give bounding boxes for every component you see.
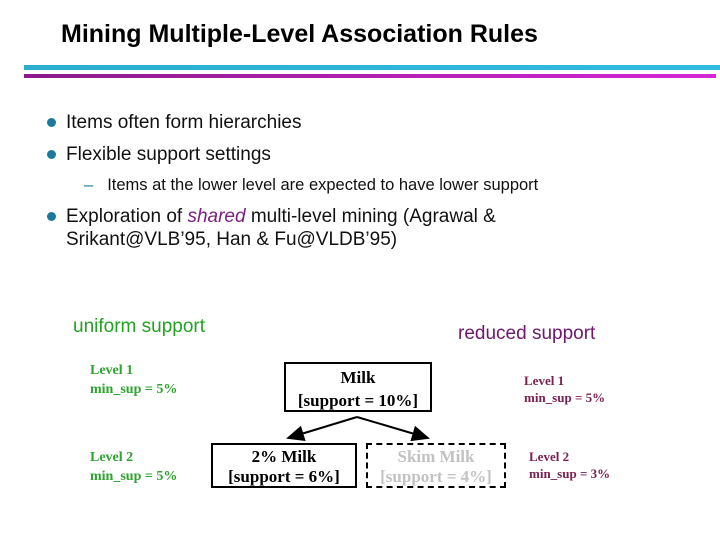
bullet-text: Exploration of shared multi-level mining… [66, 205, 496, 251]
bullet-item-exploration: Exploration of shared multi-level mining… [47, 205, 496, 251]
reduced-support-label: reduced support [458, 323, 596, 344]
page-title: Mining Multiple-Level Association Rules [61, 20, 538, 48]
right-level1-line2: min_sup = 5% [524, 390, 606, 405]
title-rule-cyan [24, 65, 720, 70]
bullet3-shared-emphasis: shared [187, 206, 246, 227]
bullet-dot-icon [47, 212, 56, 221]
skim-milk-title: Skim Milk [397, 447, 475, 466]
right-level1-line1: Level 1 [524, 373, 565, 388]
left-level2-line2: min_sup = 5% [90, 469, 178, 484]
left-level1-label: Level 1 min_sup = 5% [90, 361, 177, 399]
bullet3-post1: multi-level mining (Agrawal & [245, 206, 496, 227]
left-level2-line1: Level 2 [90, 450, 134, 465]
uniform-support-label: uniform support [73, 316, 206, 337]
two-percent-milk-title: 2% Milk [251, 447, 317, 466]
sub-bullet-dash-icon: – [84, 176, 94, 194]
two-percent-milk-node: 2% Milk [support = 6%] [211, 443, 357, 488]
arrow-to-2pct-milk [286, 416, 358, 441]
sub-bullet-lower-support: – Items at the lower level are expected … [84, 176, 538, 195]
bullet-text: Items often form hierarchies [66, 112, 302, 133]
right-level2-label: Level 2 min_sup = 3% [529, 448, 610, 482]
left-level1-line1: Level 1 [90, 363, 134, 378]
bullet3-pre: Exploration of [66, 206, 188, 227]
bullet-dot-icon [47, 150, 56, 159]
bullet-dot-icon [47, 118, 56, 127]
left-level1-line2: min_sup = 5% [90, 382, 178, 397]
right-level2-line1: Level 2 [529, 449, 570, 464]
hierarchy-arrows [286, 416, 430, 442]
two-percent-milk-support: [support = 6%] [228, 467, 340, 486]
bullet-item-hierarchies: Items often form hierarchies [47, 111, 301, 134]
right-level1-label: Level 1 min_sup = 5% [524, 372, 605, 406]
left-level2-label: Level 2 min_sup = 5% [90, 448, 177, 486]
milk-node-support: [support = 10%] [297, 391, 419, 410]
skim-milk-support: [support = 4%] [380, 467, 492, 486]
bullet3-post2: Srikant@VLB’95, Han & Fu@VLDB’95) [66, 229, 398, 250]
bullet-text: Flexible support settings [66, 144, 271, 165]
bullet-item-support-settings: Flexible support settings [47, 143, 271, 166]
right-level2-line2: min_sup = 3% [529, 466, 611, 481]
title-rule-magenta [24, 74, 716, 78]
arrow-to-skim-milk [356, 416, 430, 442]
milk-node-title: Milk [340, 368, 376, 387]
milk-node: Milk [support = 10%] [284, 362, 432, 412]
sub-bullet-text: Items at the lower level are expected to… [107, 176, 539, 194]
skim-milk-node: Skim Milk [support = 4%] [366, 443, 506, 488]
